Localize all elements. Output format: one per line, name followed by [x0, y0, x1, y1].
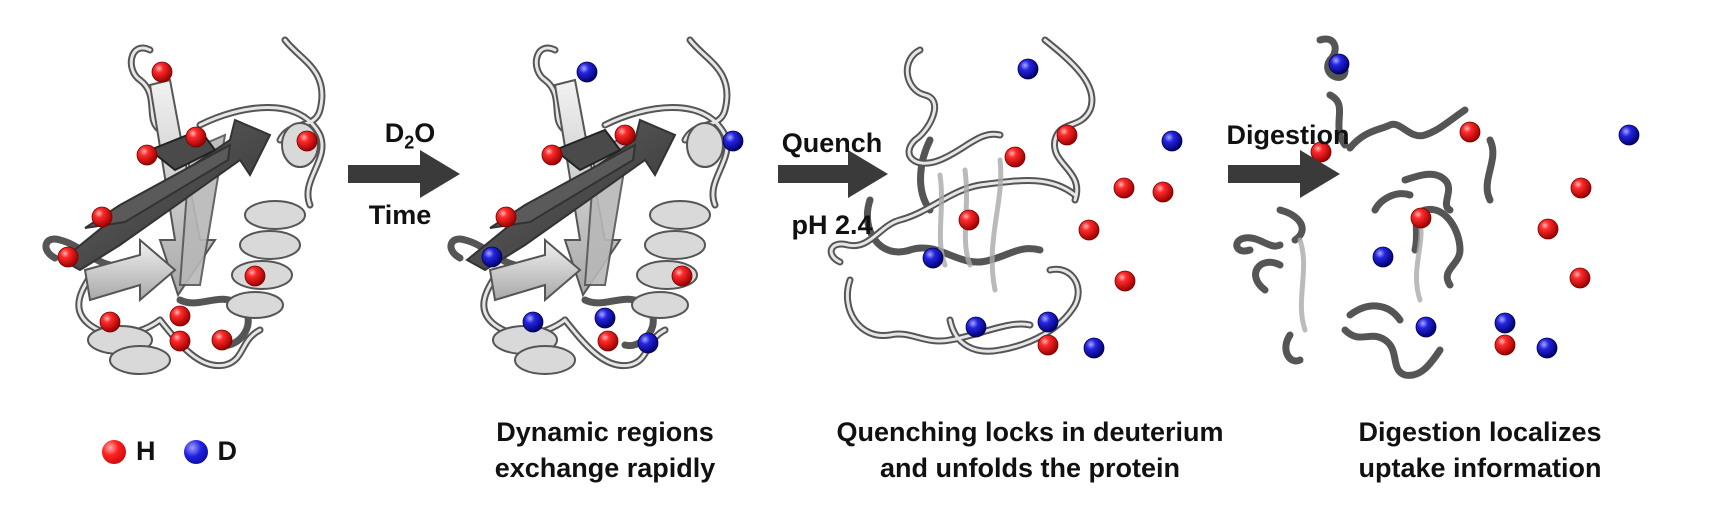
deuterium-atom-icon — [1017, 58, 1039, 80]
deuterium-atom-icon — [576, 61, 598, 83]
hydrogen-atom-icon — [1570, 177, 1592, 199]
hydrogen-atom-icon — [1310, 141, 1332, 163]
deuterium-atom-icon — [1037, 311, 1059, 333]
arrow-1 — [348, 150, 460, 198]
hydrogen-atom-icon — [1459, 121, 1481, 143]
deuterium-atom-icon — [1372, 246, 1394, 268]
legend-d-label: D — [217, 436, 238, 466]
arrow-2 — [778, 150, 888, 198]
deuterium-atom-icon — [481, 246, 503, 268]
deuterium-legend-sphere-icon — [183, 439, 208, 464]
caption-panel-4-line-1: Digestion localizes — [1358, 417, 1602, 447]
arrow-3 — [1228, 150, 1340, 198]
deuterium-atom-icon — [1618, 124, 1640, 146]
atoms-panel-3 — [922, 58, 1183, 359]
legend-h-label: H — [136, 436, 156, 466]
deuterium-atom-icon — [522, 311, 544, 333]
deuterium-atom-icon — [1415, 316, 1437, 338]
caption-panel-4-line-2: uptake information — [1358, 453, 1602, 483]
deuterium-atom-icon — [594, 307, 616, 329]
hydrogen-atom-icon — [244, 265, 266, 287]
peptides-panel-4 — [1233, 35, 1497, 379]
atoms-panel-1 — [57, 61, 318, 352]
folded-protein-panel-2 — [447, 36, 731, 375]
deuterium-atom-icon — [1494, 312, 1516, 334]
hydrogen-atom-icon — [1056, 124, 1078, 146]
hydrogen-atom-icon — [1152, 181, 1174, 203]
hydrogen-atom-icon — [1410, 207, 1432, 229]
hydrogen-atom-icon — [495, 206, 517, 228]
hydrogen-atom-icon — [211, 329, 233, 351]
caption-panel-4: Digestion localizes uptake information — [1330, 414, 1630, 486]
hydrogen-atom-icon — [169, 330, 191, 352]
step-label-d2o: D2O — [360, 118, 460, 153]
hydrogen-atom-icon — [151, 61, 173, 83]
hydrogen-atom-icon — [541, 144, 563, 166]
deuterium-atom-icon — [637, 332, 659, 354]
deuterium-atom-icon — [1536, 337, 1558, 359]
deuterium-atom-icon — [1161, 130, 1183, 152]
hydrogen-atom-icon — [1114, 270, 1136, 292]
caption-panel-2: Dynamic regions exchange rapidly — [440, 414, 770, 486]
caption-panel-2-line-2: exchange rapidly — [494, 453, 716, 483]
step-label-digestion: Digestion — [1226, 120, 1350, 150]
caption-panel-3-line-2: and unfolds the protein — [880, 453, 1180, 483]
deuterium-atom-icon — [1083, 337, 1105, 359]
hydrogen-atom-icon — [296, 130, 318, 152]
hydrogen-atom-icon — [1569, 267, 1591, 289]
hydrogen-atom-icon — [671, 265, 693, 287]
caption-panel-3: Quenching locks in deuterium and unfolds… — [800, 414, 1260, 486]
caption-panel-2-line-1: Dynamic regions — [496, 417, 714, 447]
unfolded-protein-panel-3 — [827, 36, 1096, 355]
hydrogen-atom-icon — [958, 209, 980, 231]
hydrogen-atom-icon — [1494, 334, 1516, 356]
d2o-o: O — [414, 118, 436, 148]
deuterium-atom-icon — [722, 130, 744, 152]
hydrogen-atom-icon — [136, 144, 158, 166]
hydrogen-atom-icon — [169, 305, 191, 327]
hydrogen-atom-icon — [57, 246, 79, 268]
atoms-panel-4 — [1310, 53, 1640, 359]
hydrogen-atom-icon — [1037, 334, 1059, 356]
step-label-ph: pH 2.4 — [791, 210, 873, 240]
atoms-panel-2 — [481, 61, 744, 354]
d2o-subscript: 2 — [404, 132, 415, 153]
hydrogen-atom-icon — [1004, 146, 1026, 168]
hydrogen-atom-icon — [99, 311, 121, 333]
hydrogen-atom-icon — [597, 330, 619, 352]
deuterium-atom-icon — [922, 247, 944, 269]
hydrogen-atom-icon — [91, 206, 113, 228]
hydrogen-atom-icon — [1537, 218, 1559, 240]
deuterium-atom-icon — [965, 316, 987, 338]
deuterium-atom-icon — [1328, 53, 1350, 75]
hydrogen-atom-icon — [185, 126, 207, 148]
hydrogen-atom-icon — [1078, 219, 1100, 241]
hydrogen-atom-icon — [614, 124, 636, 146]
hydrogen-atom-icon — [1113, 177, 1135, 199]
step-label-time: Time — [368, 200, 432, 230]
caption-panel-3-line-1: Quenching locks in deuterium — [836, 417, 1224, 447]
d2o-d: D — [384, 118, 405, 148]
legend: H D — [102, 436, 265, 467]
hydrogen-legend-sphere-icon — [102, 439, 126, 464]
step-label-quench: Quench — [781, 128, 883, 158]
